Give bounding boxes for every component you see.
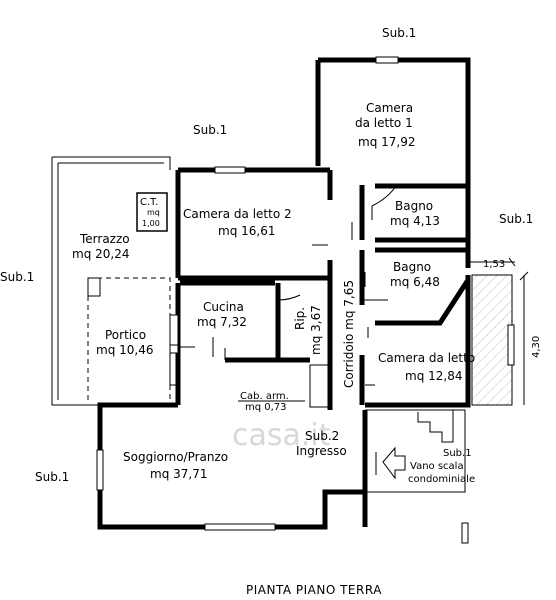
soggiorno-area: mq 37,71 <box>150 467 207 481</box>
ct-area: 1,00 <box>142 219 160 228</box>
dim-height: 4,30 <box>531 336 542 358</box>
camera1-name: Camera <box>366 101 413 115</box>
vano-name: Vano scala <box>410 461 464 472</box>
vano-sub: Sub.1 <box>443 448 472 459</box>
cucina-name: Cucina <box>203 300 244 314</box>
vano-name2: condominiale <box>408 474 475 485</box>
camera2-area: mq 16,61 <box>218 224 275 238</box>
rip-name: Rip. <box>293 307 307 330</box>
portico-name: Portico <box>105 328 146 342</box>
camera3-name: Camera da letto <box>378 351 475 365</box>
camera3-area: mq 12,84 <box>405 369 462 383</box>
bagno1-area: mq 4,13 <box>390 214 440 228</box>
soggiorno-name: Soggiorno/Pranzo <box>123 450 228 464</box>
bagno1-name: Bagno <box>395 199 433 213</box>
outer-walls <box>51 56 515 531</box>
sub-label-bottom-left: Sub.1 <box>35 470 69 484</box>
ingresso-sub: Sub.2 <box>305 429 339 443</box>
rip-area: mq 3,67 <box>309 305 323 355</box>
camera2-name: Camera da letto 2 <box>183 207 292 221</box>
ct-unit: mq <box>147 208 160 217</box>
cab-area: mq 0,73 <box>245 402 287 413</box>
ingresso-name: Ingresso <box>296 444 347 458</box>
plan-title: PIANTA PIANO TERRA <box>246 583 382 597</box>
cucina-area: mq 7,32 <box>197 315 247 329</box>
corridoio-label: Corridoio mq 7,65 <box>342 280 356 388</box>
sub-label-top-mid: Sub.1 <box>193 123 227 137</box>
terrazzo-name: Terrazzo <box>79 232 130 246</box>
labels: Sub.1 Sub.1 Sub.1 Sub.1 Sub.1 Camera da … <box>0 26 533 597</box>
sub-label-top-right: Sub.1 <box>382 26 416 40</box>
interior-walls <box>87 183 471 544</box>
bagno2-area: mq 6,48 <box>390 275 440 289</box>
sub-label-right: Sub.1 <box>499 212 533 226</box>
dim-width: 1,53 <box>483 259 505 270</box>
ct-name: C.T. <box>140 197 158 208</box>
portico-area: mq 10,46 <box>96 343 153 357</box>
bagno2-name: Bagno <box>393 260 431 274</box>
dimensions: 1,53 4,30 <box>468 257 542 405</box>
cab-name: Cab. arm. <box>240 391 289 402</box>
watermark: casa.it <box>232 418 331 453</box>
camera1-name2: da letto 1 <box>355 116 413 130</box>
sub-label-left: Sub.1 <box>0 270 34 284</box>
terrazzo-area: mq 20,24 <box>72 247 129 261</box>
camera1-area: mq 17,92 <box>358 135 415 149</box>
